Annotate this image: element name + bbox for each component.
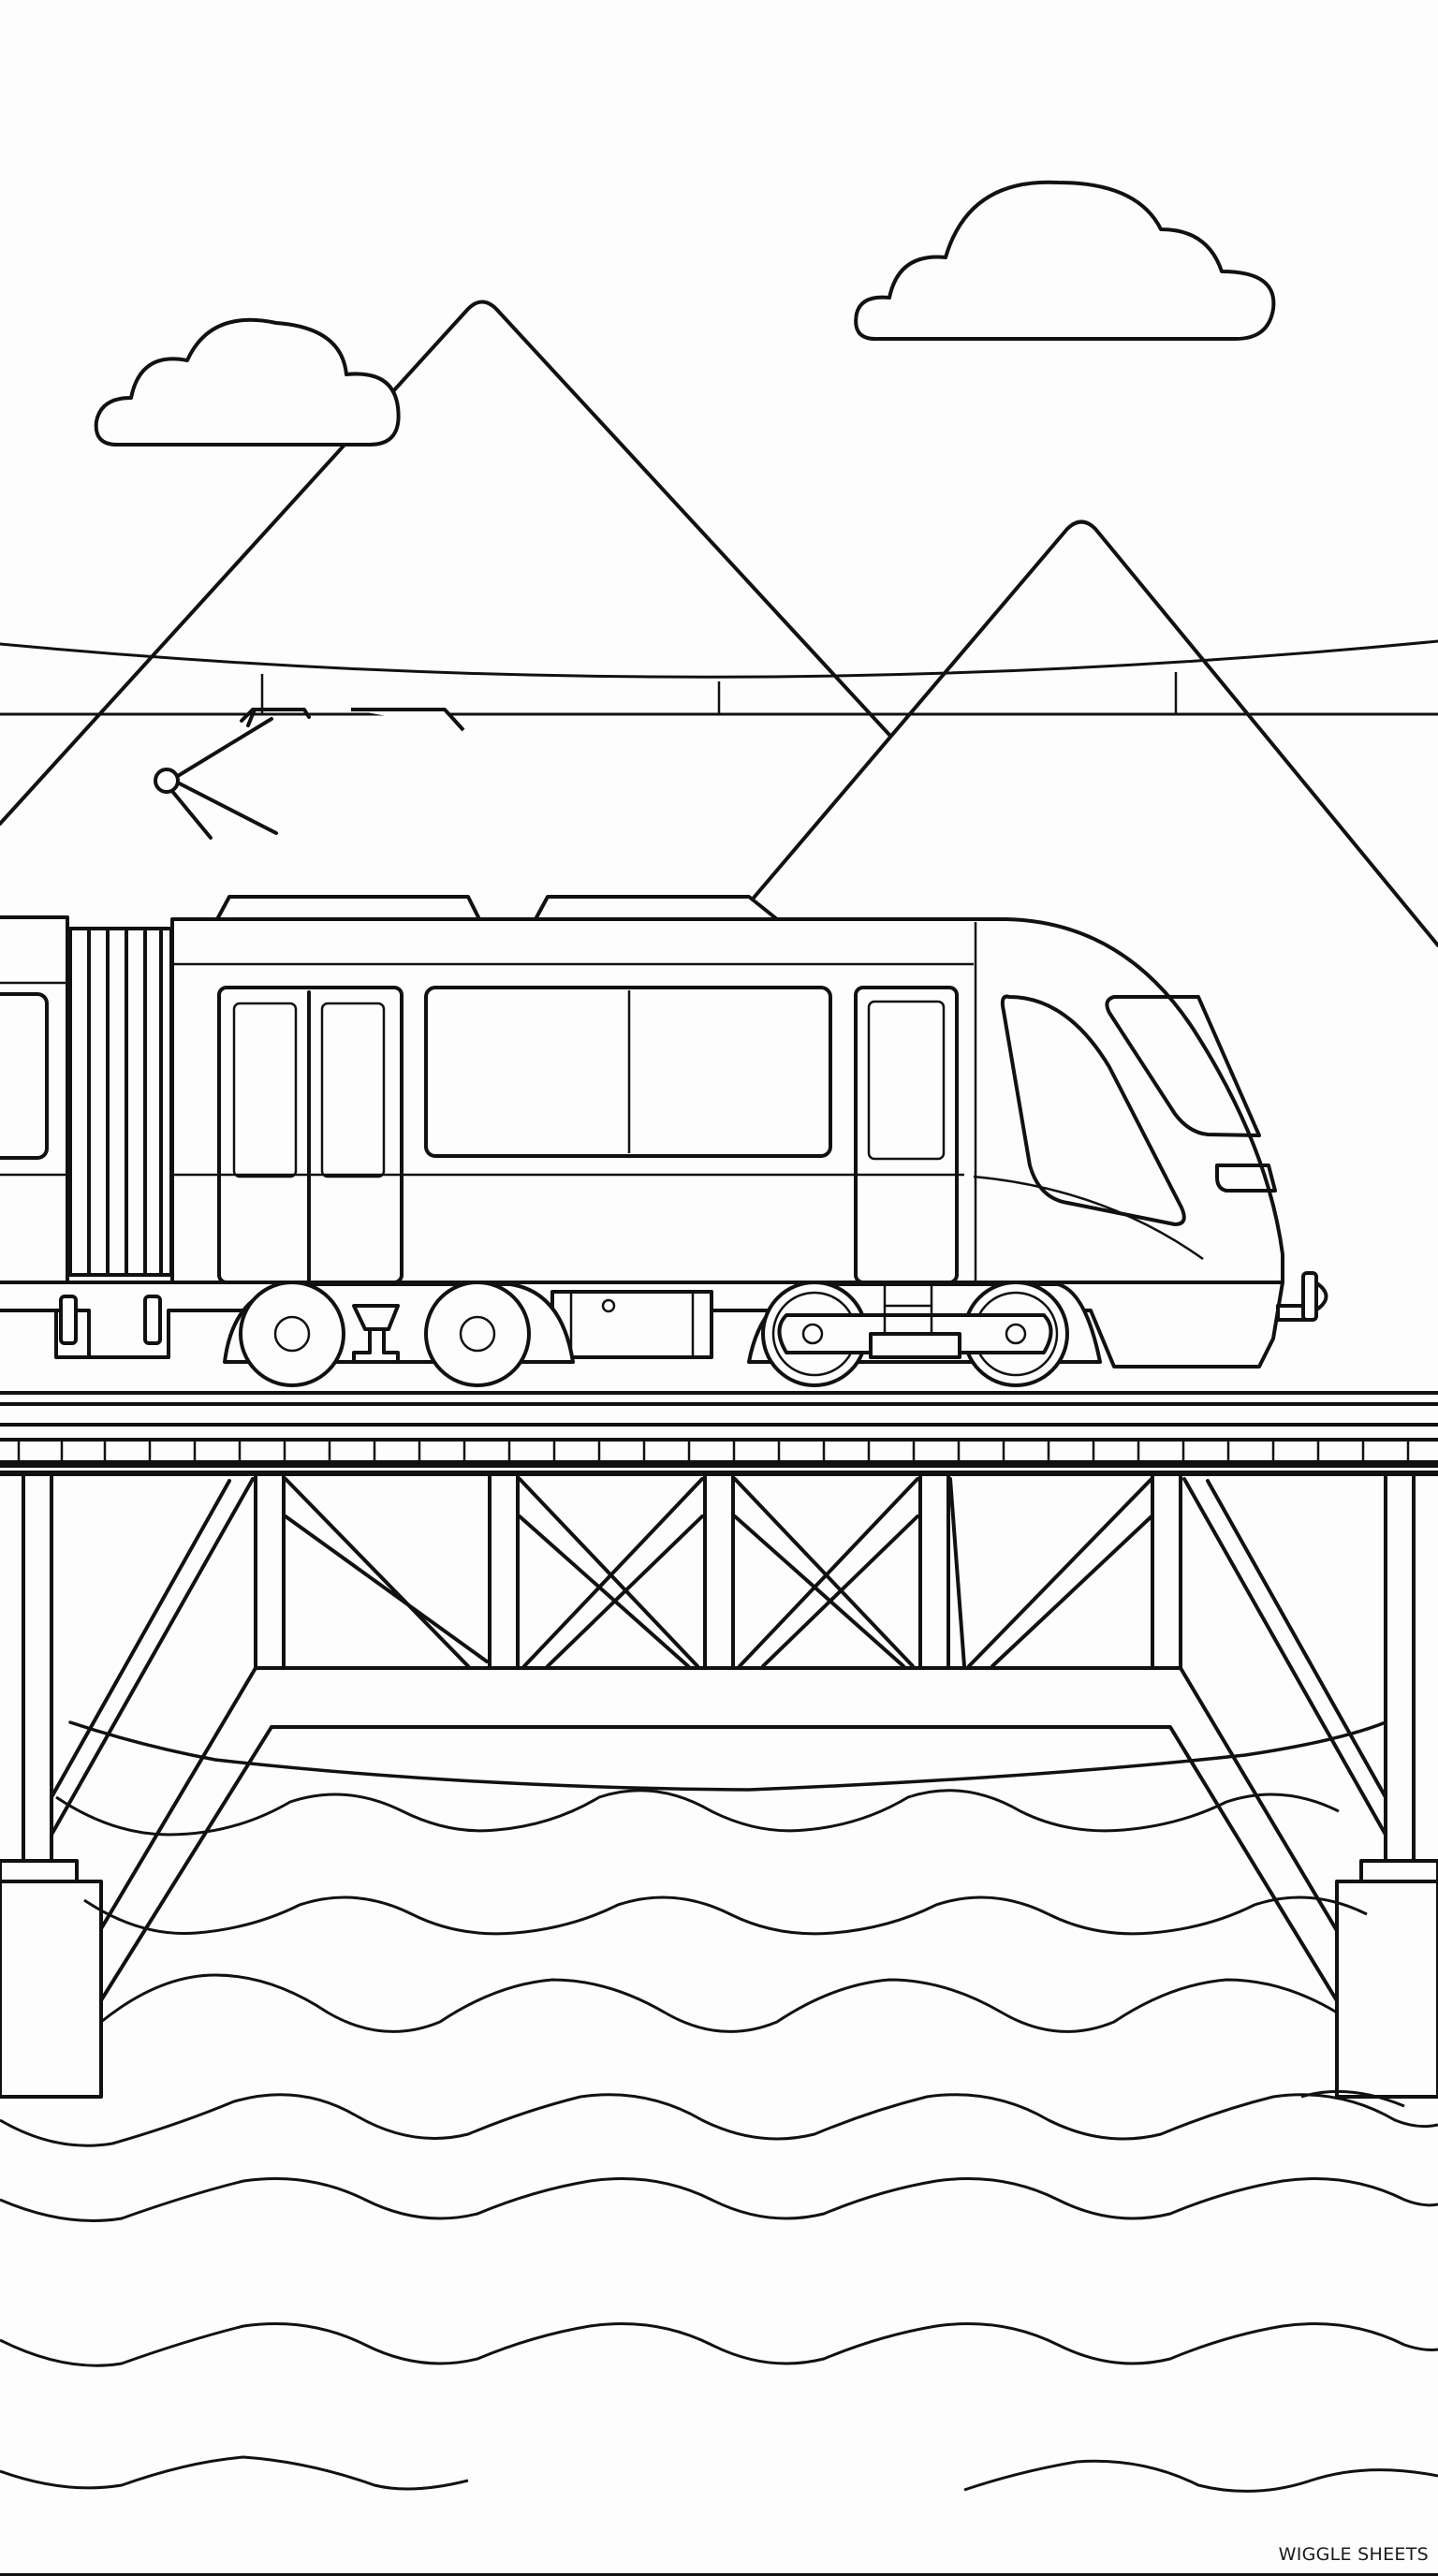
bottom-border — [0, 2573, 1438, 2576]
roof-unit-1 — [215, 895, 481, 921]
main-car — [170, 917, 1284, 1284]
pantograph — [154, 708, 465, 840]
cloud-left — [94, 317, 401, 446]
rear-car — [0, 915, 69, 1284]
wheels — [223, 1281, 1102, 1387]
overhead-wires — [0, 639, 1438, 716]
shoreline — [68, 1720, 1387, 1792]
bellows — [68, 927, 173, 1277]
cloud-right — [854, 180, 1276, 341]
mountains — [0, 300, 1438, 947]
bridge-piers — [0, 1859, 1438, 2099]
water-waves — [0, 1789, 1438, 2493]
bridge-deck — [0, 1391, 1438, 1474]
undercarriage — [0, 1271, 1328, 1368]
brand-label: WIGGLE SHEETS — [1278, 2544, 1429, 2565]
roof-unit-2 — [534, 895, 779, 921]
